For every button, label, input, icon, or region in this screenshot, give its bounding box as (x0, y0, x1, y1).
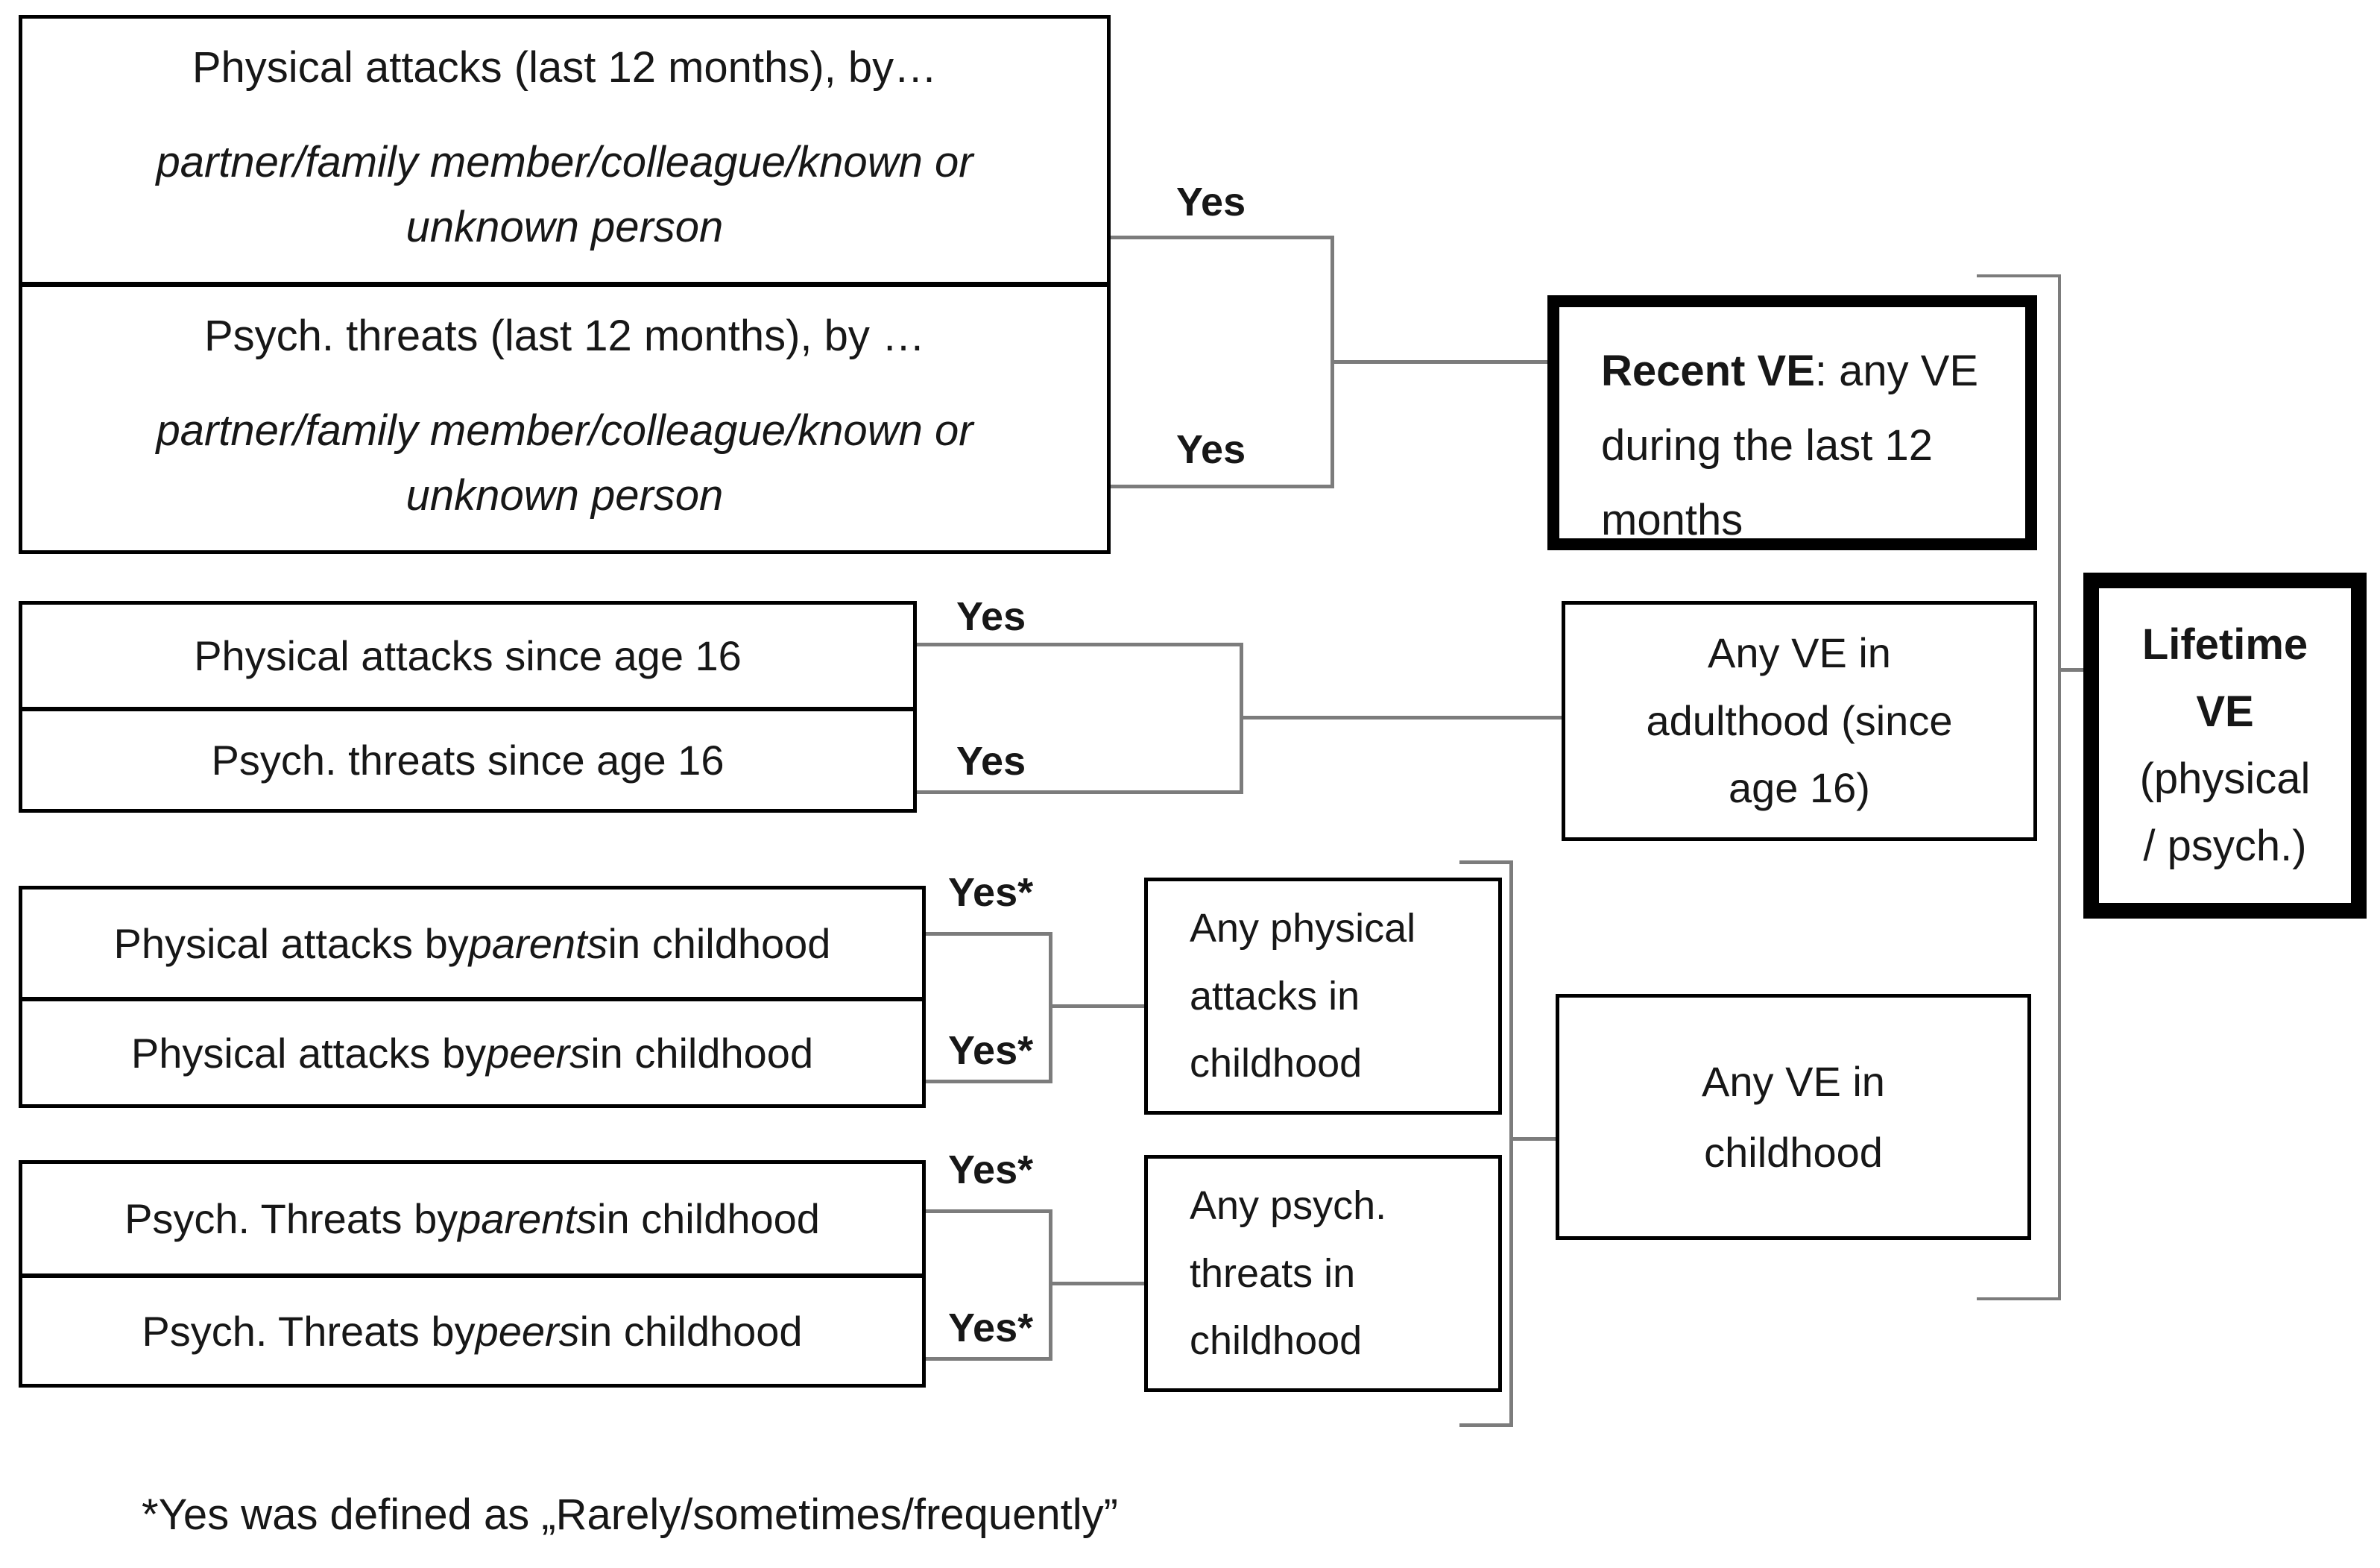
connector-line (2061, 668, 2083, 672)
row-prefix: Psych. Threats by (142, 1307, 476, 1355)
connector-line (1111, 485, 1334, 488)
yes-star-label: Yes* (948, 1306, 1034, 1350)
cell-psych-12m: Psych. threats (last 12 months), by … pa… (22, 287, 1107, 550)
footnote: *Yes was defined as „Rarely/sometimes/fr… (142, 1490, 1118, 1539)
cell-title: Psych. threats (last 12 months), by … (203, 312, 926, 360)
connector-line (1052, 1004, 1144, 1008)
recent-ve-rest: : any VE during the last 12 months (1601, 347, 1979, 544)
lifetime-ve-bold: Lifetime VE (2141, 620, 2308, 737)
connector-line (1052, 1282, 1144, 1285)
connector-line (1243, 716, 1562, 720)
connector-line (1049, 1209, 1052, 1361)
row-italic: peers (486, 1029, 591, 1077)
row-italic: parents (458, 1195, 598, 1242)
row-italic: parents (468, 919, 608, 967)
child-physical-ve-text: Any physical attacks in childhood (1190, 905, 1416, 1086)
row-suffix: in childhood (579, 1307, 803, 1355)
adulthood-ve-box: Any VE in adulthood (since age 16) (1562, 601, 2037, 841)
cell-psych-peers: Psych. Threats by peers in childhood (22, 1278, 922, 1384)
bracket-tick (1459, 1423, 1513, 1427)
connector-line (926, 1209, 1052, 1213)
row-prefix: Physical attacks by (130, 1029, 487, 1077)
bracket-tick (1459, 860, 1513, 864)
child-psych-ve-text: Any psych. threats in childhood (1190, 1183, 1387, 1364)
row-suffix: in childhood (607, 919, 831, 967)
row-suffix: in childhood (590, 1029, 814, 1077)
recent-ve-bold: Recent VE (1601, 347, 1815, 395)
connector-line (926, 932, 1052, 936)
connector-line (1334, 360, 1547, 364)
yes-star-label: Yes* (948, 1028, 1034, 1073)
recent-ve-text: Recent VE: any VE during the last 12 mon… (1559, 307, 2025, 558)
recent-ve-box: Recent VE: any VE during the last 12 mon… (1547, 295, 2037, 550)
connector-line (1513, 1137, 1556, 1141)
adult-items-box: Physical attacks since age 16 Psych. thr… (19, 601, 917, 813)
cell-psych-since16: Psych. threats since age 16 (211, 737, 725, 784)
cell-physical-12m: Physical attacks (last 12 months), by… p… (22, 19, 1107, 282)
yes-label: Yes (956, 594, 1026, 639)
cell-psych-parents: Psych. Threats by parents in childhood (22, 1164, 922, 1273)
bracket-line (1509, 860, 1513, 1427)
childhood-ve-text: Any VE in childhood (1702, 1057, 1885, 1176)
cell-title: Physical attacks (last 12 months), by… (192, 43, 938, 92)
yes-star-label: Yes* (948, 1147, 1034, 1192)
divider (22, 282, 1107, 287)
yes-star-label: Yes* (948, 870, 1034, 915)
bracket-line (2058, 274, 2061, 1300)
child-psych-items-box: Psych. Threats by parents in childhood P… (19, 1160, 926, 1388)
connector-line (917, 643, 1243, 646)
connector-line (926, 1357, 1052, 1361)
divider (22, 707, 913, 711)
lifetime-ve-box: Lifetime VE (physical / psych.) (2083, 573, 2367, 919)
divider (22, 1273, 922, 1278)
cell-subtitle: partner/family member/colleague/known or… (156, 138, 973, 251)
yes-label: Yes (956, 739, 1026, 784)
cell-phys-parents: Physical attacks by parents in childhood (22, 890, 922, 997)
connector-line (1111, 236, 1334, 239)
connector-line (917, 790, 1243, 794)
bracket-tick (1977, 274, 2061, 277)
connector-line (1049, 932, 1052, 1083)
cell-phys-peers: Physical attacks by peers in childhood (22, 1001, 922, 1104)
cell-subtitle: partner/family member/colleague/known or… (156, 406, 973, 520)
yes-label: Yes (1176, 180, 1246, 224)
connector-line (926, 1080, 1052, 1083)
child-psych-ve-box: Any psych. threats in childhood (1144, 1155, 1502, 1392)
row-italic: peers (475, 1307, 580, 1355)
lifetime-ve-rest: (physical / psych.) (2139, 755, 2311, 870)
adulthood-ve-text: Any VE in adulthood (since age 16) (1646, 629, 1953, 812)
connector-line (1331, 236, 1334, 488)
divider (22, 997, 922, 1001)
childhood-ve-box: Any VE in childhood (1556, 994, 2031, 1240)
row-prefix: Psych. Threats by (124, 1195, 458, 1242)
row-prefix: Physical attacks by (113, 919, 469, 967)
connector-line (1240, 643, 1243, 794)
yes-label: Yes (1176, 427, 1246, 472)
cell-physical-since16: Physical attacks since age 16 (194, 632, 742, 679)
recent-items-box: Physical attacks (last 12 months), by… p… (19, 15, 1111, 554)
bracket-tick (1977, 1297, 2061, 1300)
row-suffix: in childhood (597, 1195, 820, 1242)
child-physical-ve-box: Any physical attacks in childhood (1144, 878, 1502, 1115)
child-physical-items-box: Physical attacks by parents in childhood… (19, 886, 926, 1108)
